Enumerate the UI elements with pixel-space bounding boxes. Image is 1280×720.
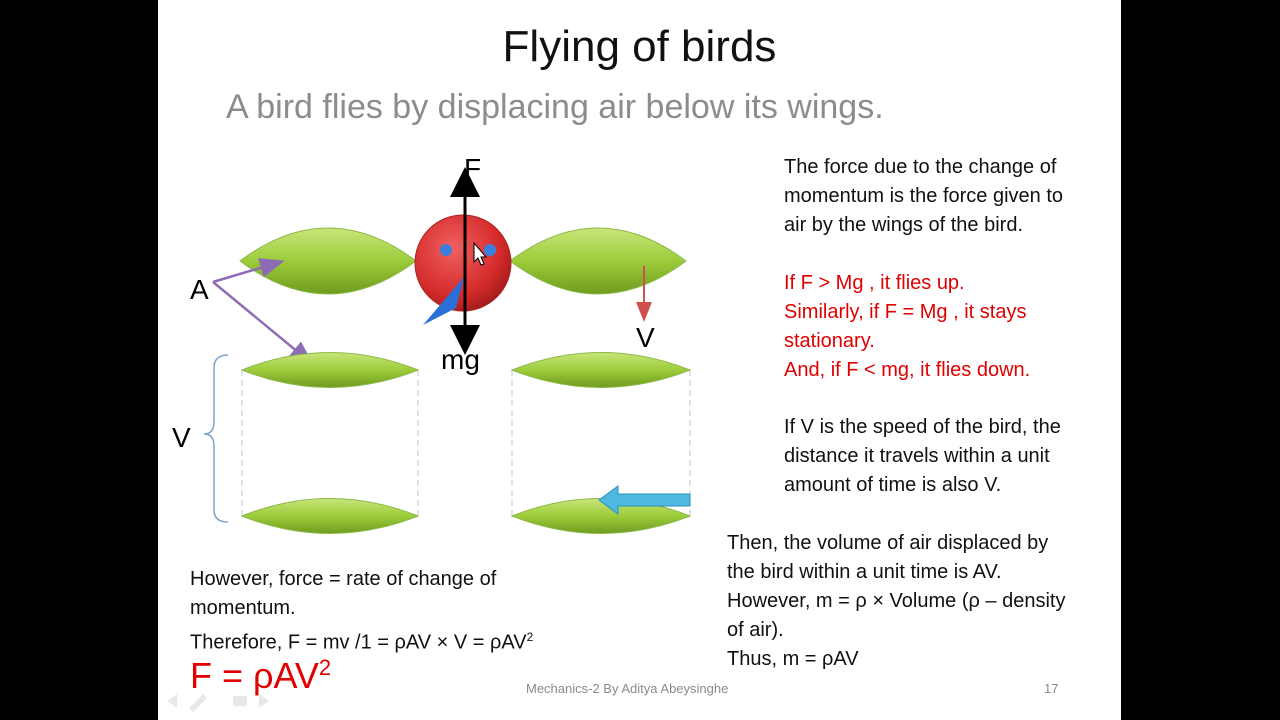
wing-left-lower-top (240, 352, 420, 388)
air-column-left (241, 370, 419, 516)
next-slide-icon[interactable] (259, 694, 269, 708)
page-number: 17 (1044, 681, 1059, 696)
bird-eye-left (440, 244, 452, 256)
momentum-force-text: The force due to the change of momentum … (784, 156, 1064, 236)
menu-icon[interactable] (233, 696, 247, 706)
slide: Flying of birds A bird flies by displaci… (158, 0, 1121, 720)
force-label: F (464, 153, 481, 184)
volume-brace (203, 354, 229, 523)
left-arrow-icon (598, 485, 691, 515)
bird-eye-right (484, 244, 496, 256)
area-label: A (190, 274, 209, 305)
wing-left-lower-bottom (240, 498, 420, 534)
therefore-sup: 2 (526, 630, 534, 644)
wing-right (509, 227, 687, 295)
speed-text: If V is the speed of the bird, the dista… (784, 416, 1061, 496)
bird-diagram: F mg A V V (172, 153, 692, 534)
air-column-right (511, 370, 691, 516)
slide-footer: Mechanics-2 By Aditya Abeysinghe (526, 681, 729, 696)
slideshow-toolbar[interactable] (163, 690, 273, 712)
volume-text: Then, the volume of air displaced by the… (727, 532, 1066, 670)
pen-icon[interactable] (189, 694, 207, 712)
therefore-text: Therefore, F = mv /1 = ρAV × V = ρAV (190, 631, 527, 654)
wing-right-lower-bottom (510, 498, 692, 534)
final-equation: F = ρAV2 (190, 655, 332, 696)
slide-subtitle: A bird flies by displacing air below its… (226, 88, 884, 126)
wing-left (239, 227, 417, 295)
volume-label: V (172, 422, 191, 453)
velocity-label: V (636, 322, 655, 353)
force-rate-text: However, force = rate of change of momen… (190, 568, 534, 654)
slide-title: Flying of birds (502, 22, 777, 71)
bird-body (414, 214, 512, 312)
weight-label: mg (441, 344, 480, 375)
bird-beak (423, 277, 464, 325)
area-arrow-lower (212, 281, 314, 366)
mouse-cursor-icon (473, 241, 488, 266)
final-eq-sup: 2 (318, 655, 332, 680)
area-arrow-upper (212, 258, 285, 284)
wing-right-lower-top (510, 352, 692, 388)
flight-conditions-text: If F > Mg , it flies up. Similarly, if F… (784, 272, 1031, 381)
prev-slide-icon[interactable] (167, 694, 177, 708)
